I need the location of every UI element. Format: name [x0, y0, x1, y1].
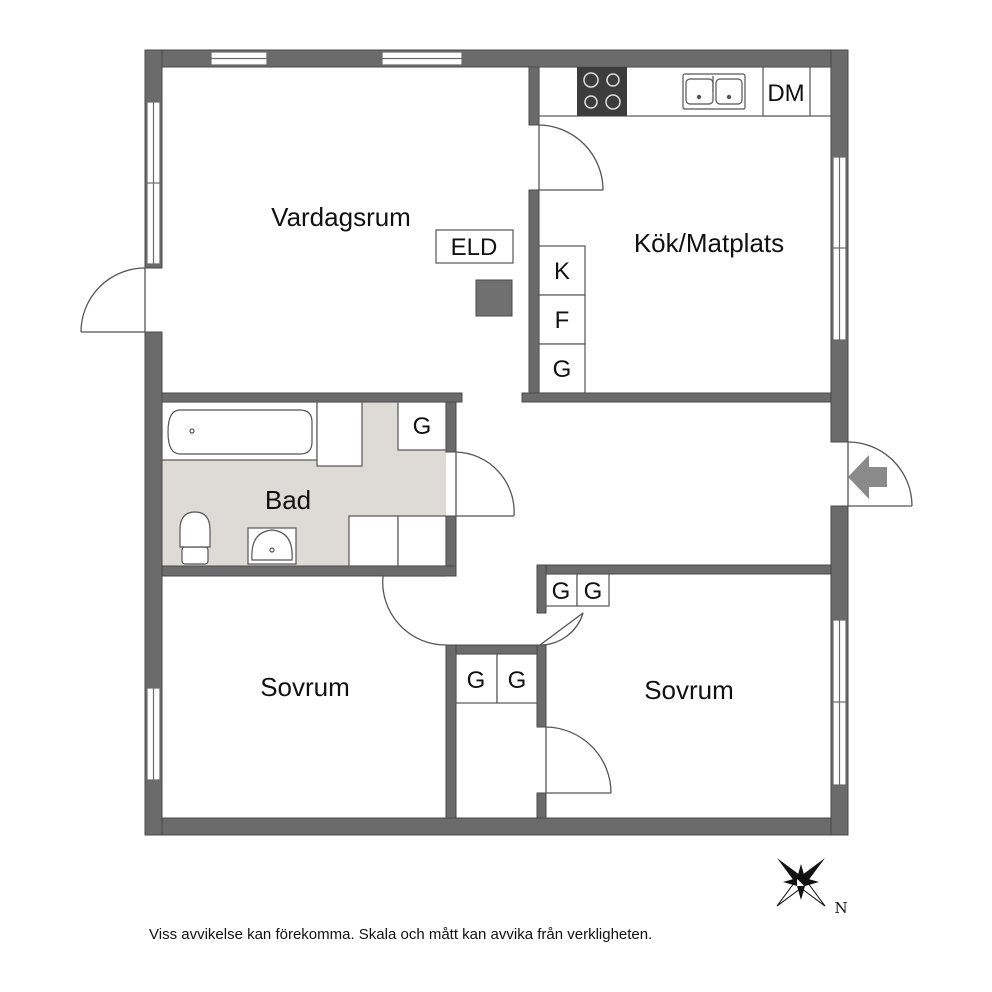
dishwasher-label: DM: [767, 80, 804, 107]
windows: [146, 51, 847, 786]
disclaimer-text: Viss avvikelse kan förekomma. Skala och …: [149, 926, 652, 943]
wall-bedroom-right-top: [536, 564, 832, 575]
door-balcony-left: [80, 267, 146, 333]
wall-hall-closet-stub: [536, 564, 547, 614]
kitchen-closet-box: [538, 343, 586, 394]
window-right-bedroom: [832, 619, 847, 786]
door-bedroom-right: [545, 726, 612, 794]
fridge-box: [538, 245, 586, 296]
fireplace: [475, 279, 513, 317]
hall-wardrobe-left-label: G: [552, 578, 571, 605]
wall-closet-right-upper: [536, 644, 547, 728]
bathroom-fixtures: [161, 401, 447, 567]
entrance-arrow-icon: [848, 455, 887, 499]
door-bathroom: [455, 451, 515, 517]
closet-wardrobe-left-label: G: [467, 667, 486, 694]
room-label-bedroom-right: Sovrum: [644, 675, 734, 705]
freezer-box: [538, 294, 586, 345]
dishwasher-box: [762, 66, 811, 117]
room-label-bedroom-left: Sovrum: [260, 672, 350, 702]
doors: [80, 124, 913, 794]
kitchen-cabinets: [538, 245, 586, 394]
window-top-left: [210, 51, 268, 66]
window-left-living: [146, 101, 161, 265]
closet-wardrobe-right: [496, 653, 538, 704]
hall-wardrobe-right: [576, 573, 610, 607]
room-label-living: Vardagsrum: [271, 202, 411, 232]
room-label-kitchen: Kök/Matplats: [634, 228, 784, 258]
wall-closet-top: [445, 644, 547, 655]
window-left-bedroom: [146, 687, 161, 781]
bathroom-cabinet: [316, 401, 363, 467]
wall-bath-right-upper: [445, 401, 457, 453]
wall-kitchen-bottom: [521, 392, 832, 403]
wall-living-kitchen-lower: [528, 189, 540, 401]
bathtub: [161, 401, 318, 461]
compass-north-label: N: [834, 899, 847, 917]
washbasin: [247, 527, 297, 565]
door-living-kitchen: [538, 124, 604, 191]
window-right-kitchen: [832, 156, 847, 341]
door-bedroom-left: [382, 575, 447, 646]
bath-closet-box: [397, 401, 447, 451]
stove: [577, 67, 627, 116]
wall-bath-top: [161, 392, 463, 403]
room-label-bath: Bad: [265, 485, 311, 515]
wardrobes: [455, 573, 610, 704]
window-top-middle: [381, 51, 463, 66]
freezer-label: F: [555, 307, 570, 334]
fireplace-label-box: [435, 229, 514, 264]
wall-living-kitchen-upper: [528, 66, 540, 126]
wall-bath-bottom: [161, 565, 457, 577]
compass-icon: [776, 857, 826, 907]
closet-wardrobe-right-label: G: [508, 667, 527, 694]
door-entrance: [847, 441, 913, 507]
bathroom-counter-right: [397, 515, 447, 567]
bath-closet-label: G: [413, 413, 432, 440]
kitchen-closet-label: G: [553, 356, 572, 383]
fridge-label: K: [554, 258, 570, 285]
wall-bottom: [144, 817, 849, 836]
wall-closet-right-lower: [536, 792, 547, 819]
toilet: [179, 511, 211, 565]
door-hall-closet: [539, 612, 584, 646]
hall-wardrobe-left: [545, 573, 578, 607]
fireplace-label: ELD: [451, 234, 498, 261]
hall-wardrobe-right-label: G: [584, 578, 603, 605]
bathroom-counter-left: [348, 515, 399, 567]
wall-left-bedroom-right: [445, 644, 457, 819]
